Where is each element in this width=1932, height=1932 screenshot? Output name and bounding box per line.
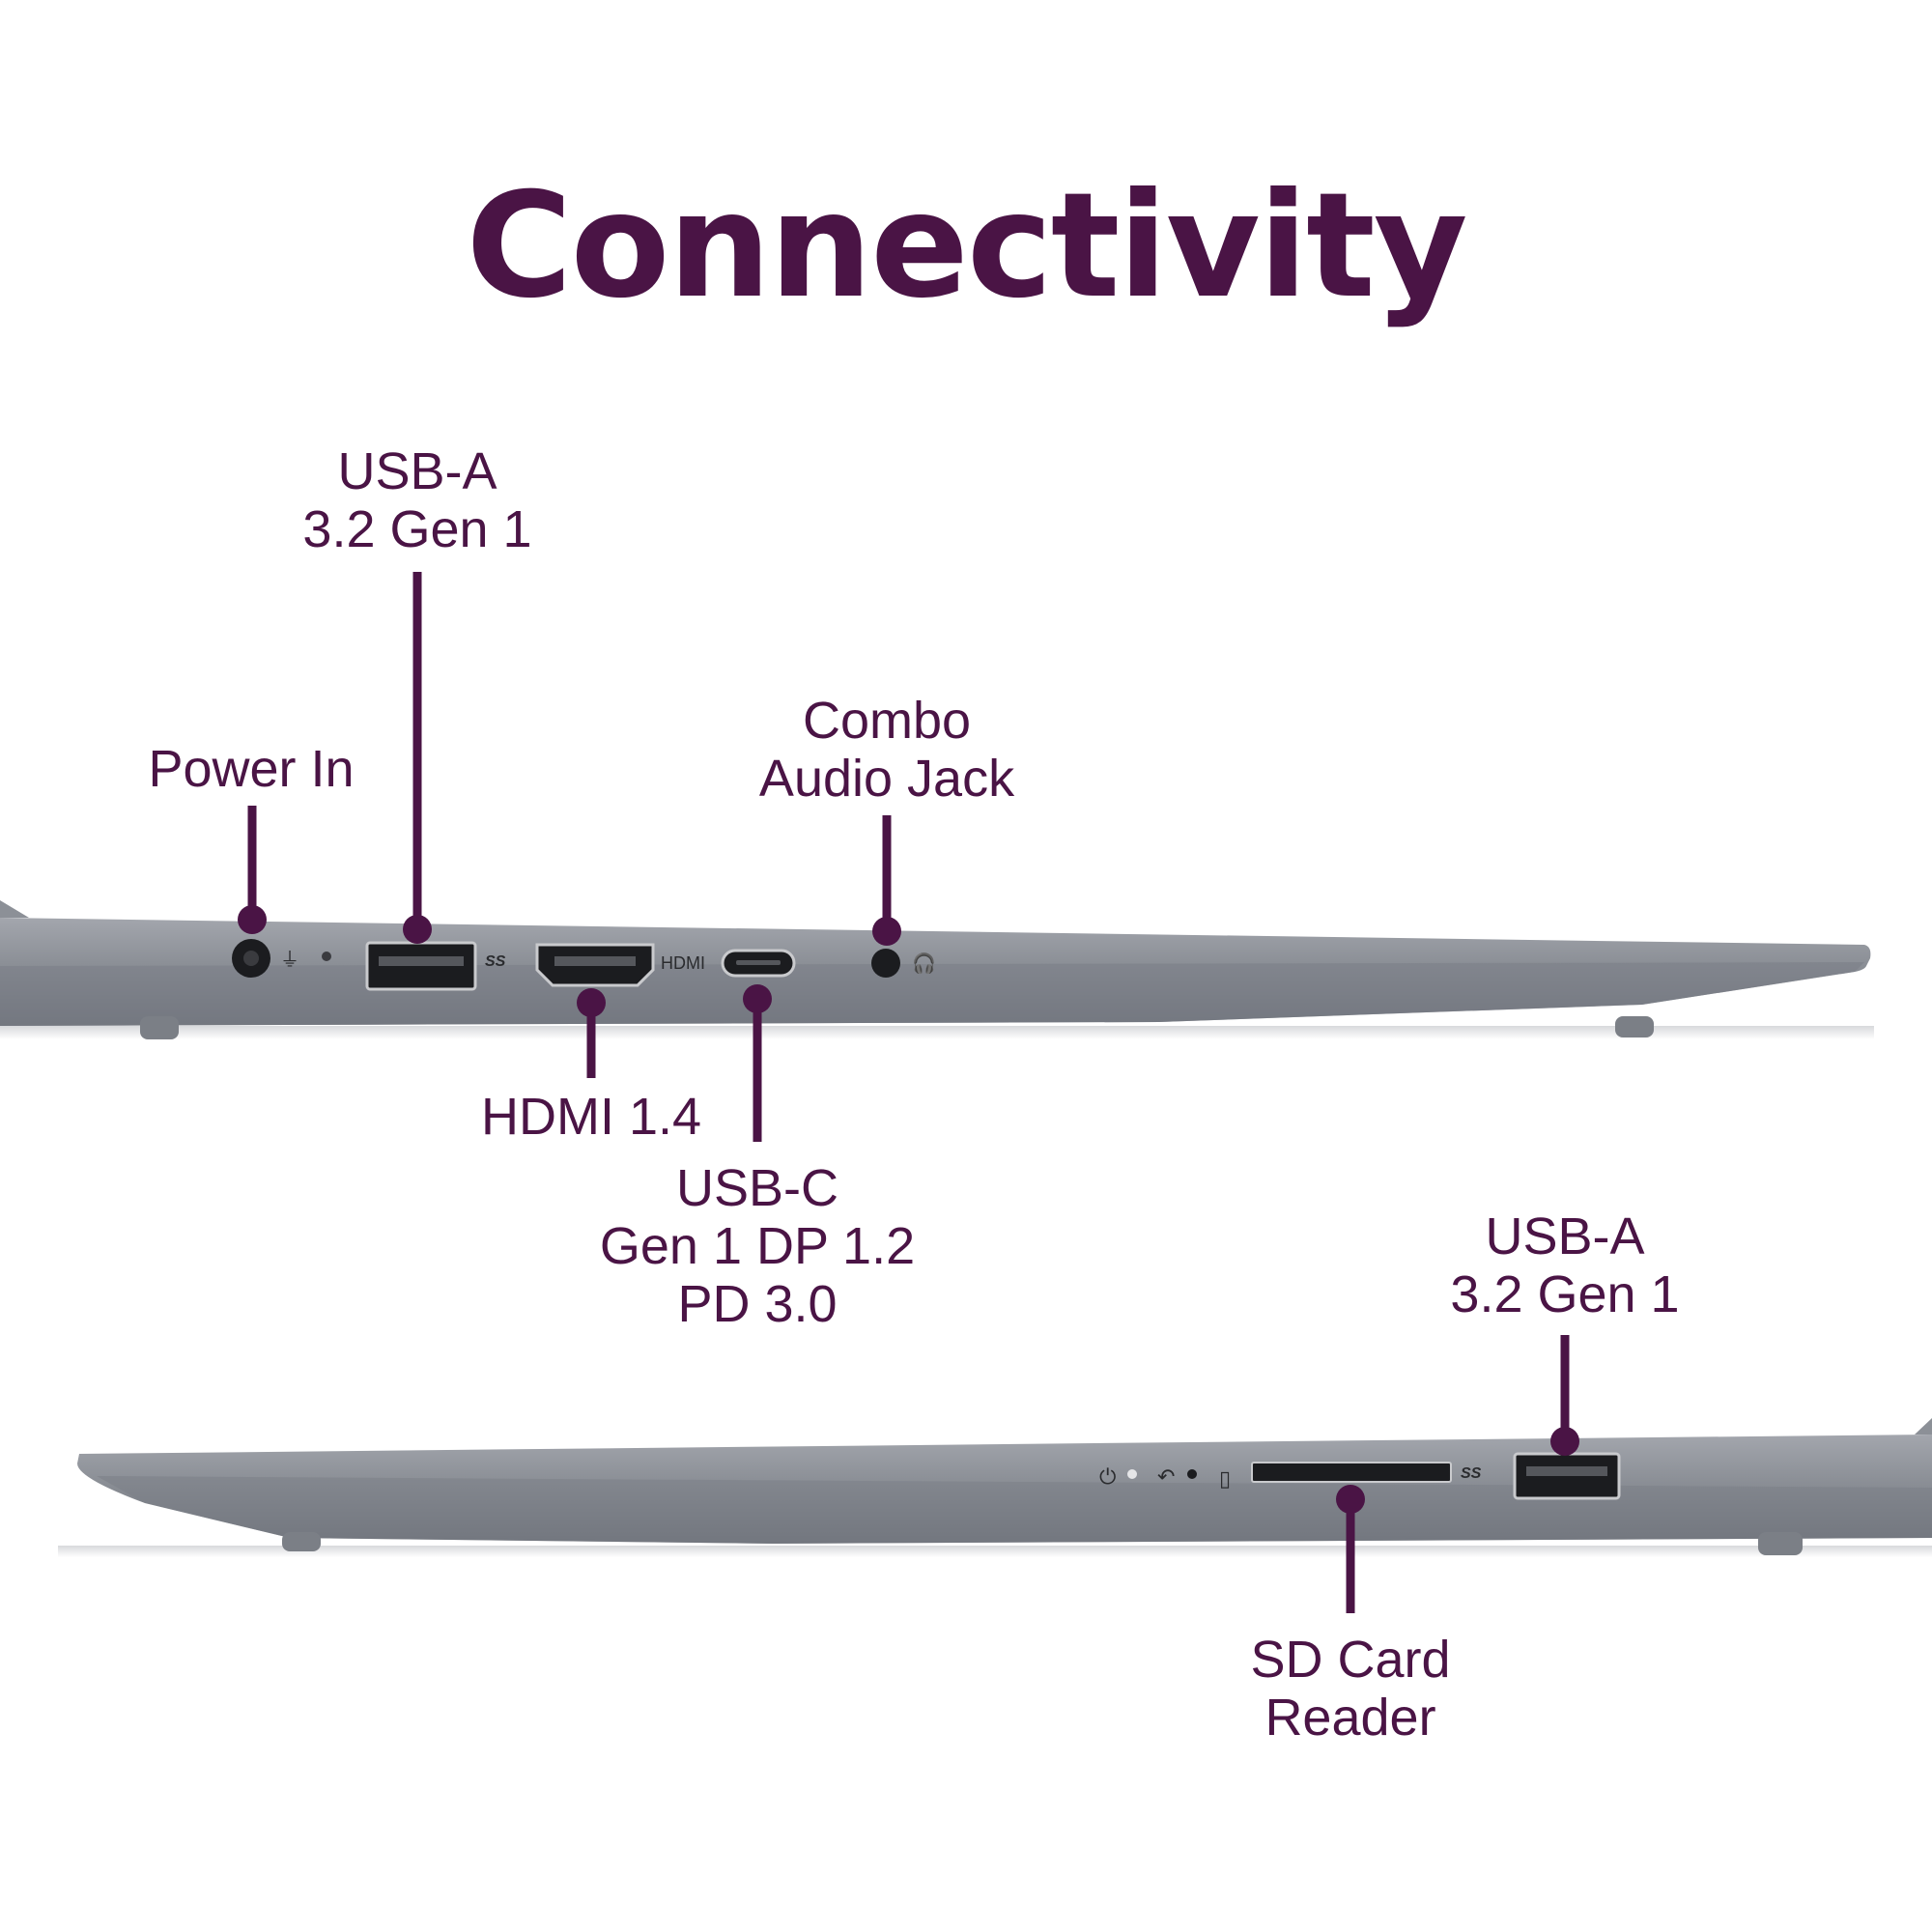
label-usb-c-line2: Gen 1 DP 1.2 [599, 1217, 916, 1275]
label-power-in: Power In [106, 740, 396, 798]
novo-button [1187, 1469, 1197, 1479]
laptop-left-side: ⏚ 🎧 [0, 900, 1874, 1039]
audio-jack [871, 949, 900, 978]
superspeed-marking: SS [485, 953, 506, 970]
label-power-in-text: Power In [148, 740, 355, 798]
novo-button-icon: ↶ [1157, 1464, 1175, 1489]
label-hdmi: HDMI 1.4 [446, 1088, 736, 1146]
laptop-right-side: ⏻ ↶ ▯ [58, 1418, 1932, 1557]
callout-dot-sd [1336, 1485, 1365, 1514]
power-plug-icon: ⏚ [280, 950, 299, 971]
charge-led [322, 952, 331, 961]
sd-card-slot [1251, 1462, 1452, 1483]
label-usb-a-right-line1: USB-A [1485, 1208, 1645, 1265]
callout-dot-power [238, 905, 267, 934]
laptop-shadow [58, 1546, 1932, 1557]
hdmi-marking: HDMI [661, 953, 705, 973]
rubber-foot [282, 1532, 321, 1551]
callout-dot-usb-c [743, 984, 772, 1013]
label-hdmi-text: HDMI 1.4 [480, 1088, 702, 1146]
callout-dot-usb-a-right [1550, 1427, 1579, 1456]
rubber-foot [1615, 1016, 1654, 1037]
rubber-foot [140, 1016, 179, 1039]
label-combo-audio-line2: Audio Jack [758, 750, 1015, 808]
laptop-shadow [0, 1026, 1874, 1039]
label-usb-c-line1: USB-C [675, 1159, 838, 1217]
rubber-foot [1758, 1532, 1803, 1555]
label-usb-a-left-line2: 3.2 Gen 1 [302, 500, 532, 558]
superspeed-marking-right: SS [1461, 1465, 1482, 1482]
headphone-icon: 🎧 [912, 952, 936, 975]
page-title: Connectivity [466, 162, 1467, 330]
power-led [1127, 1469, 1137, 1479]
callout-dot-hdmi [577, 988, 606, 1017]
label-usb-a-left-line1: USB-A [337, 442, 497, 500]
label-usb-a-right-line2: 3.2 Gen 1 [1450, 1265, 1680, 1323]
label-sd-card-line2: Reader [1264, 1689, 1436, 1747]
callout-dot-usb-a-left [403, 915, 432, 944]
power-icon: ⏻ [1099, 1464, 1116, 1489]
label-sd-card-line1: SD Card [1250, 1631, 1451, 1689]
label-usb-c-line3: PD 3.0 [677, 1275, 838, 1333]
callout-leaders [238, 572, 1579, 1613]
label-combo-audio: Combo Audio Jack [723, 692, 1051, 808]
label-usb-a-left: USB-A 3.2 Gen 1 [272, 442, 562, 558]
label-combo-audio-line1: Combo [802, 692, 972, 750]
screen-hinge-edge [0, 900, 29, 918]
label-sd-card: SD Card Reader [1206, 1631, 1495, 1747]
callout-dot-audio [872, 917, 901, 946]
screen-hinge-edge [1915, 1418, 1932, 1435]
label-usb-a-right: USB-A 3.2 Gen 1 [1420, 1208, 1710, 1323]
label-usb-c: USB-C Gen 1 DP 1.2 PD 3.0 [583, 1159, 931, 1333]
sd-card-icon: ▯ [1219, 1466, 1231, 1491]
